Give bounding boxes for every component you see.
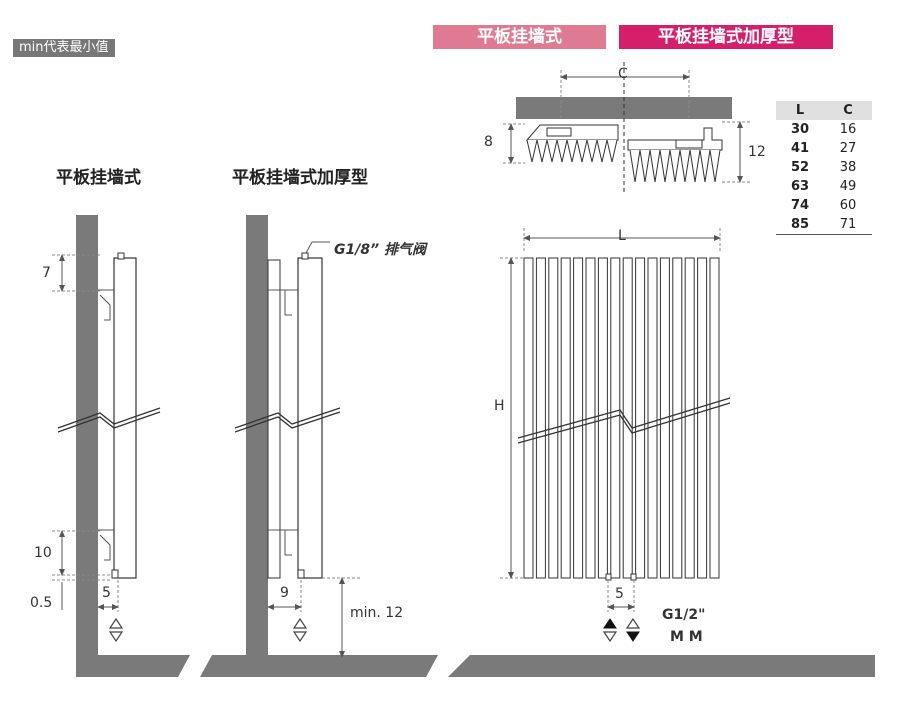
table-row: 74 60 [776, 196, 872, 215]
flat-top-bracket [98, 289, 114, 321]
thick-break-line-2 [234, 411, 341, 433]
thick-flow-icon [292, 617, 308, 643]
dim-7-label: 7 [42, 265, 51, 281]
dim-5-label: 5 [102, 585, 111, 601]
lc-cell: 74 [790, 198, 810, 213]
front-tube [597, 257, 608, 579]
flat-tag: 平板挂墙式 [433, 25, 606, 49]
thick-tag: 平板挂墙式加厚型 [619, 25, 833, 49]
lc-cell: 30 [790, 122, 810, 137]
lc-cell: 60 [839, 198, 857, 213]
lc-cell: 41 [790, 141, 810, 156]
lc-cell: 38 [839, 160, 857, 175]
flat-side-title: 平板挂墙式 [56, 168, 141, 188]
flat-break-line-2 [57, 411, 161, 433]
flat-side-view [52, 215, 190, 677]
table-row: 41 27 [776, 139, 872, 158]
front-tube [635, 257, 646, 579]
flat-panel [113, 257, 137, 579]
front-view [448, 228, 875, 677]
dim-05-label: 0.5 [30, 595, 53, 611]
thick-side-view [200, 215, 438, 677]
thick-side-title: 平板挂墙式加厚型 [232, 168, 368, 188]
dim-5b-label: 5 [615, 586, 624, 602]
front-tube [573, 257, 584, 579]
top-left-fins [526, 139, 618, 163]
front-tube [560, 257, 571, 579]
table-row: 52 38 [776, 158, 872, 177]
dim-C-label: C [618, 66, 628, 82]
front-tubes [523, 257, 720, 579]
dim-12-label: 12 [748, 144, 766, 160]
flat-flow-icon [108, 617, 124, 643]
flat-wall [76, 215, 190, 677]
dim-8-label: 8 [484, 134, 493, 150]
lc-cell: 71 [824, 215, 872, 235]
front-tube [647, 257, 658, 579]
top-right-fins [629, 149, 721, 183]
thread-label: G1/2" [662, 607, 706, 623]
front-tube [684, 257, 695, 579]
front-tube [697, 257, 708, 579]
flat-break-line-1 [57, 407, 161, 429]
front-tube [610, 257, 621, 579]
dim-10-label: 10 [34, 545, 52, 561]
front-break-line-2 [517, 402, 731, 444]
front-outlet [630, 573, 637, 581]
front-tube [535, 257, 546, 579]
front-tube [709, 257, 720, 579]
min-note: min代表最小值 [13, 39, 115, 57]
mm-label: M M [670, 629, 703, 645]
flat-vent-cap [117, 252, 125, 260]
thick-break-line-1 [234, 407, 341, 429]
top-view [503, 62, 750, 192]
front-tube [548, 257, 559, 579]
thick-vent-cap [301, 252, 309, 260]
lc-cell: 63 [790, 179, 810, 194]
lc-cell: 49 [839, 179, 857, 194]
thick-wall [200, 215, 438, 677]
front-inlet [605, 573, 612, 581]
lc-header-l: L [776, 101, 824, 120]
dim-L-label: L [618, 228, 626, 244]
dim-9-label: 9 [280, 585, 289, 601]
front-tube [523, 257, 534, 579]
lc-cell: 16 [839, 122, 857, 137]
dim-H-label: H [494, 398, 505, 414]
flat-outlet [111, 569, 119, 579]
thick-bottom-bracket [268, 529, 298, 556]
lc-cell: 85 [776, 215, 824, 235]
front-break-line-1 [517, 397, 731, 439]
lc-header-c: C [824, 101, 872, 120]
front-flow-icons [626, 631, 640, 642]
thick-top-bracket [268, 289, 298, 316]
table-row: 30 16 [776, 120, 872, 139]
flat-bottom-bracket [98, 529, 114, 561]
front-tube [622, 257, 633, 579]
thick-outlet [297, 569, 305, 579]
dim-min12-label: min. 12 [350, 605, 404, 621]
vent-leader [305, 241, 330, 254]
table-row: 63 49 [776, 177, 872, 196]
vent-label: G1/8” 排气阀 [334, 242, 426, 258]
lc-cell: 52 [790, 160, 810, 175]
lc-cell: 27 [839, 141, 857, 156]
front-floor [448, 655, 875, 677]
